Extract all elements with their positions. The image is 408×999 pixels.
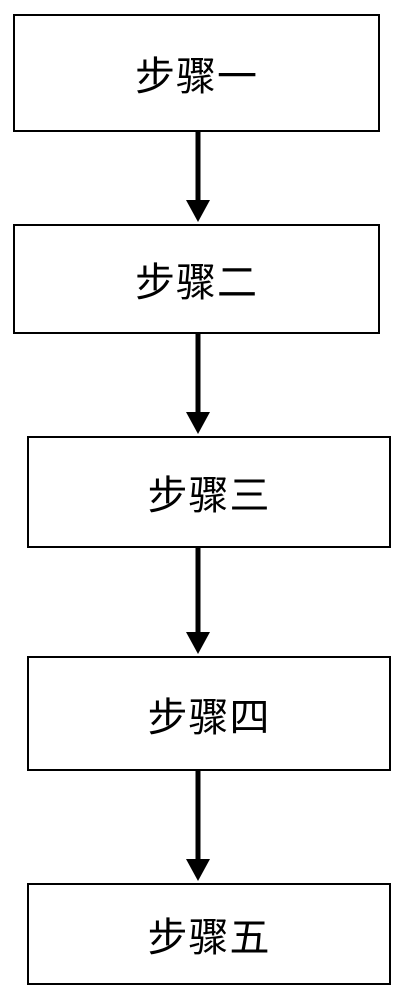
step-4-box: 步骤四 bbox=[27, 656, 391, 771]
step-2-label: 步骤二 bbox=[135, 260, 258, 306]
step-5-box: 步骤五 bbox=[27, 883, 391, 985]
arrow-2-to-3 bbox=[186, 334, 210, 434]
arrow-1-to-2 bbox=[186, 132, 210, 222]
step-3-label: 步骤三 bbox=[147, 473, 271, 519]
step-5-label: 步骤五 bbox=[147, 915, 271, 961]
arrow-3-to-4 bbox=[186, 548, 210, 654]
step-2-box: 步骤二 bbox=[13, 224, 380, 334]
step-1-label: 步骤一 bbox=[135, 54, 258, 100]
step-4-label: 步骤四 bbox=[147, 694, 271, 741]
step-3-box: 步骤三 bbox=[27, 436, 391, 548]
arrow-4-to-5 bbox=[186, 771, 210, 881]
step-1-box: 步骤一 bbox=[13, 14, 380, 132]
